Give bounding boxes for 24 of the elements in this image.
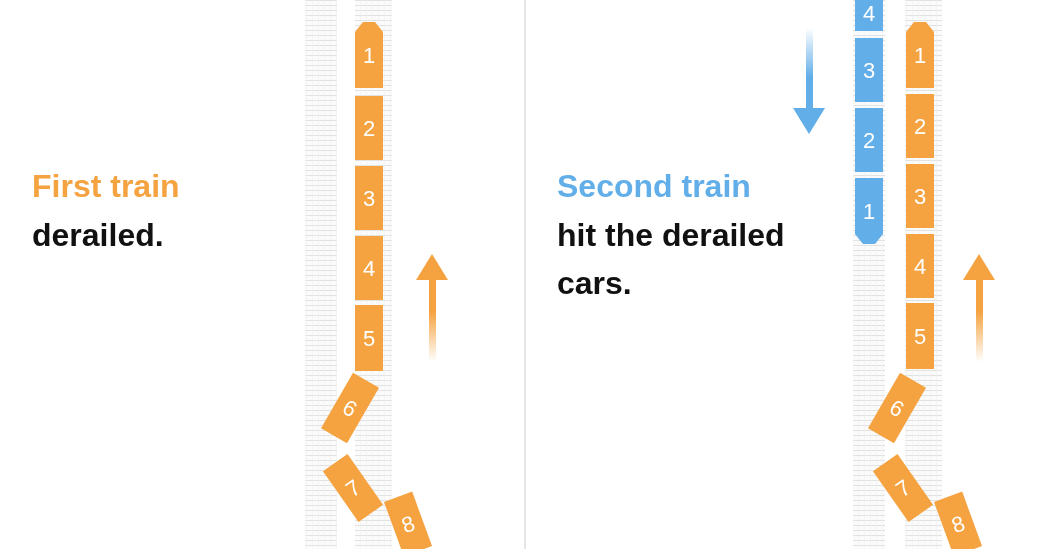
car-number: 7 — [891, 474, 916, 503]
car-number: 5 — [362, 326, 376, 351]
car-number: 6 — [338, 394, 362, 423]
car-number: 5 — [913, 324, 927, 349]
car-number: 4 — [862, 1, 876, 26]
car-number: 3 — [362, 186, 376, 211]
train-heading: Second train — [557, 167, 752, 206]
train-heading: First train — [32, 167, 181, 206]
car-number: 8 — [398, 510, 419, 539]
car-number: 4 — [913, 254, 927, 279]
car-number: 2 — [913, 114, 927, 139]
caption-text: hit the derailed cars. — [557, 216, 786, 303]
car-number: 3 — [913, 184, 927, 209]
car-number: 1 — [913, 43, 927, 68]
car-number: 8 — [948, 510, 969, 539]
car-number: 1 — [362, 43, 376, 68]
car-number: 2 — [862, 128, 876, 153]
car-number: 7 — [341, 474, 366, 503]
car-number: 1 — [862, 199, 876, 224]
caption-text: derailed. — [32, 216, 165, 255]
car-number: 4 — [362, 256, 376, 281]
car-number: 3 — [862, 58, 876, 83]
car-number: 2 — [362, 116, 376, 141]
car-number: 6 — [885, 394, 909, 423]
